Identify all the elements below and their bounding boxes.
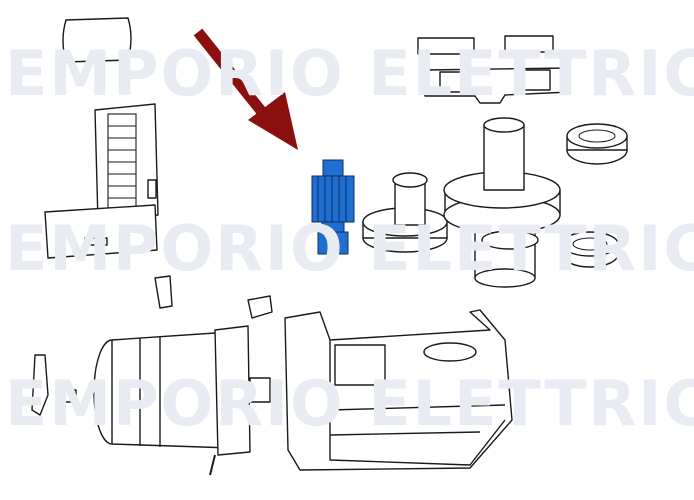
limit-switch-assembly: [417, 35, 571, 104]
watermark-text-3: EMPORIO ELETTRICO: [5, 367, 694, 440]
terminal-board: [44, 103, 159, 259]
intermediate-gear: [362, 172, 448, 253]
ring-clamp: [566, 123, 628, 165]
gearbox-housing: [284, 309, 513, 471]
highlighted-pinion-gear[interactable]: [311, 159, 355, 255]
bearing-ring: [561, 231, 619, 268]
arrow-down-right-icon: [193, 28, 298, 150]
watermark-text-2: EMPORIO ELETTRICO: [5, 212, 694, 285]
watermark-text-1: EMPORIO ELETTRICO: [5, 37, 694, 110]
small-bracket-parts: [31, 275, 273, 416]
electric-motor: [93, 325, 271, 476]
cylinder-cap: [62, 17, 132, 63]
watermark: EMPORIO ELETTRICO EMPORIO ELETTRICO EMPO…: [5, 37, 694, 440]
main-gear-shaft: [443, 117, 561, 288]
